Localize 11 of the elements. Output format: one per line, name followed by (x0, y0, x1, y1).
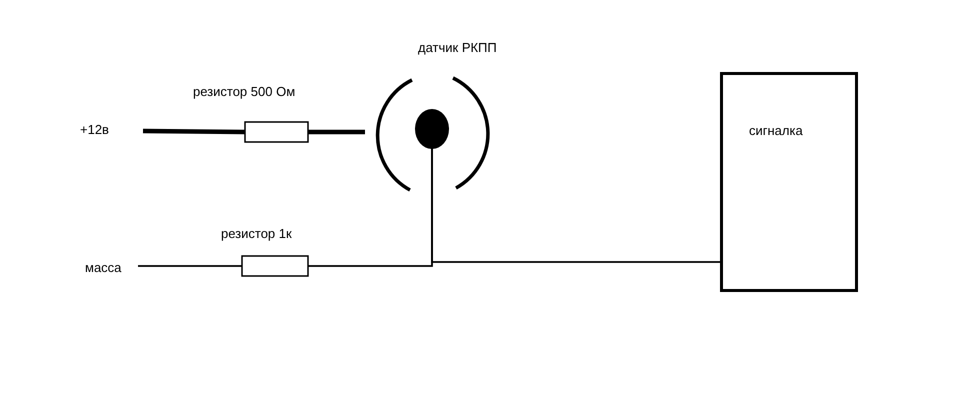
wire (138, 265, 242, 267)
terminal-label: +12в (80, 122, 109, 137)
resistor-label: резистор 500 Ом (193, 84, 296, 99)
wire (431, 148, 722, 263)
wire (142, 128, 246, 134)
terminal-label: масса (85, 260, 122, 275)
resistor-label: резистор 1к (221, 226, 292, 241)
wire (308, 130, 365, 134)
device-label: сигналка (749, 123, 803, 138)
sensor-label: датчик РКПП (418, 40, 497, 55)
alarm-unit-box (720, 72, 858, 292)
